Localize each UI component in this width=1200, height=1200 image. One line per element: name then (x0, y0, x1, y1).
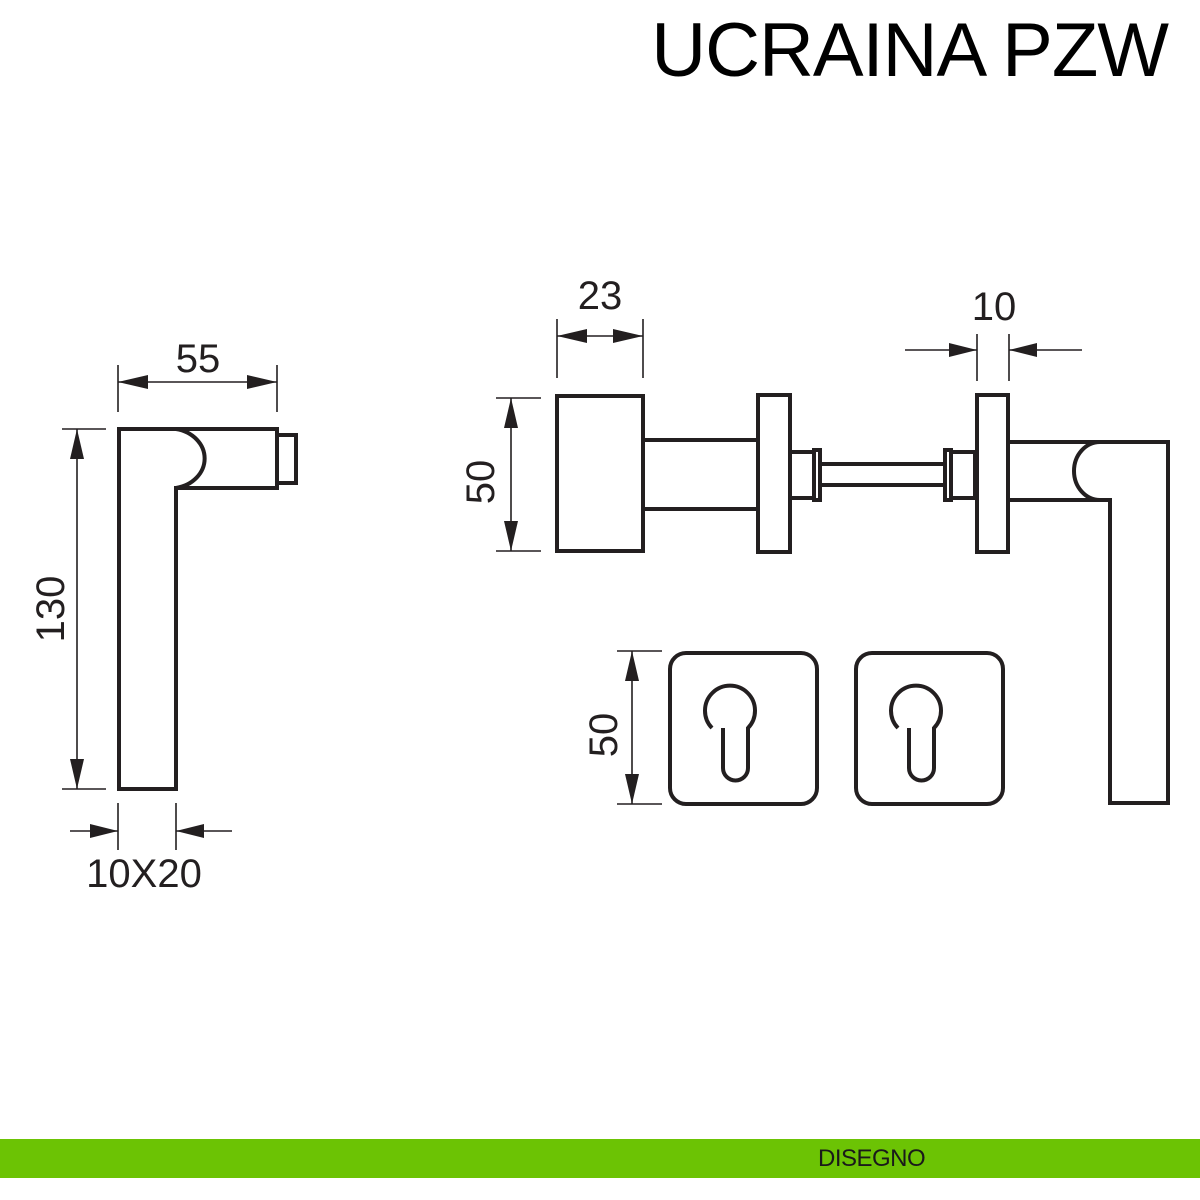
dimension-rose-height: 50 (459, 397, 541, 552)
escutcheon-right (854, 651, 1005, 806)
lever-right-neck-curve (1072, 440, 1101, 502)
dim-label-50-rose: 50 (459, 460, 503, 505)
dim-label-130: 130 (29, 576, 73, 643)
dimension-rose-thickness: 10 (905, 285, 1082, 381)
knob-block (555, 394, 645, 553)
escutcheon-left (668, 651, 819, 806)
keyhole-icon (703, 683, 757, 783)
dimension-lever-height: 130 (29, 428, 106, 790)
dim-label-10x20: 10X20 (86, 852, 202, 896)
lever-spindle-stub (275, 433, 298, 485)
footer-bar: DISEGNO (0, 1139, 1200, 1178)
lever-side-view (117, 427, 298, 791)
dim-label-55: 55 (176, 337, 221, 381)
dim-label-10: 10 (972, 285, 1017, 329)
dimension-lever-section: 10X20 (70, 803, 232, 896)
keyhole-icon (889, 683, 943, 783)
dimension-escutcheon-height: 50 (582, 650, 662, 805)
rose-right (975, 393, 1010, 554)
assembly-side-view (555, 393, 1170, 805)
lever-body (117, 427, 279, 791)
rose-left (756, 393, 792, 554)
dim-label-50-escutcheon: 50 (582, 713, 626, 758)
footer-label: DISEGNO (818, 1145, 926, 1172)
product-title: UCRAINA PZW (651, 8, 1169, 93)
dimension-rose-depth: 23 (556, 274, 644, 378)
lever-neck-curve (175, 427, 207, 490)
dim-label-23: 23 (578, 274, 623, 318)
dimension-lever-width: 55 (117, 337, 278, 412)
